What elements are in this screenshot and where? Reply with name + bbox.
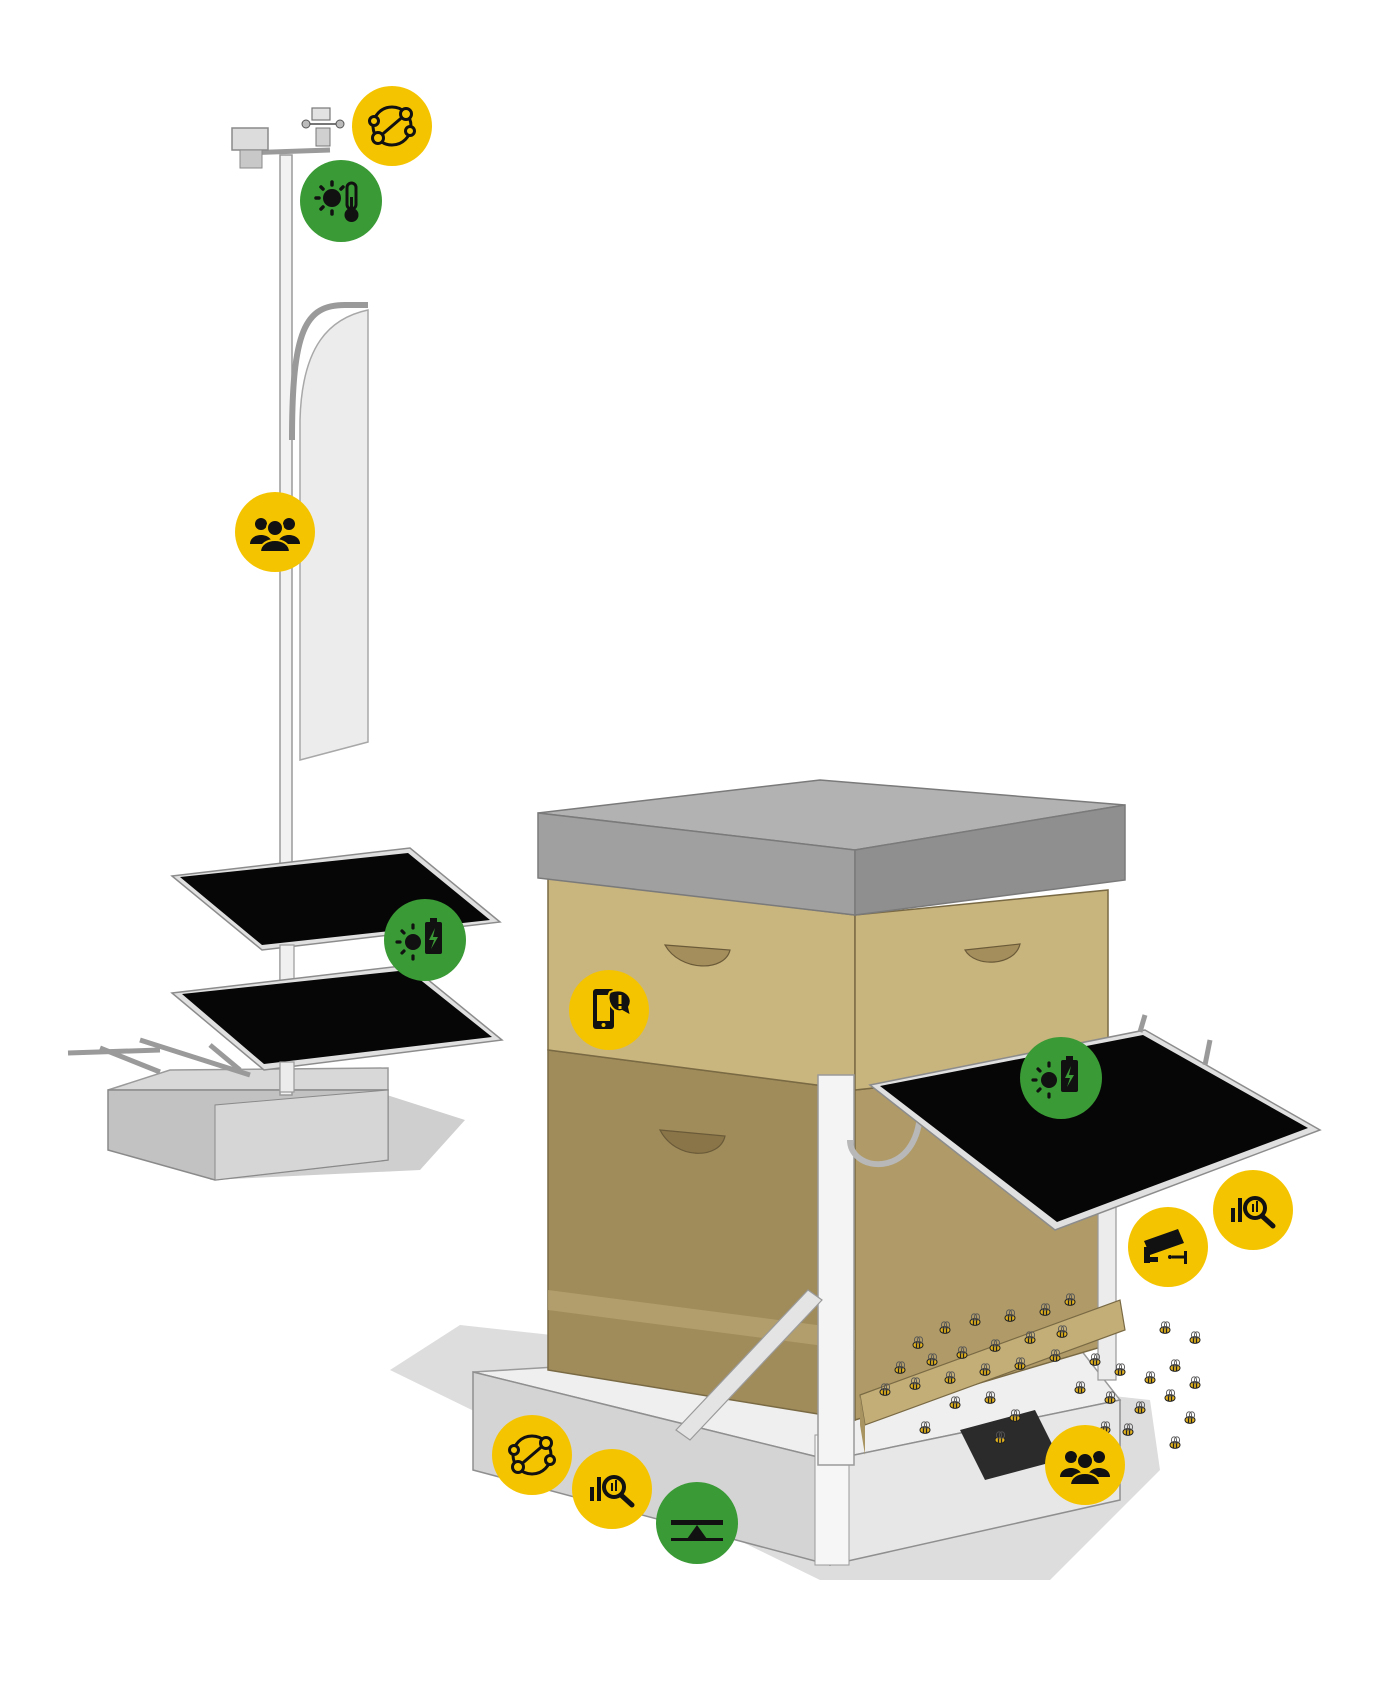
weather-station-mast: [279, 154, 293, 1096]
flag-banner: [299, 309, 369, 761]
weather-sensors: [231, 107, 345, 169]
network-nodes-icon[interactable]: [492, 1415, 572, 1495]
flag-pole: [289, 302, 368, 441]
panel-frame-legs: [67, 1037, 251, 1078]
people-group-icon[interactable]: [235, 492, 315, 572]
beehive: [390, 779, 1322, 1580]
hive-handle-upper-left: [663, 944, 731, 967]
solar-panel-lower: [170, 964, 504, 1071]
weather-station: [67, 107, 504, 1181]
phone-alert-icon[interactable]: [569, 970, 649, 1050]
landing-mat: [960, 1410, 1060, 1480]
scale-balance-icon[interactable]: [656, 1482, 738, 1564]
hive-handle-lower: [658, 1129, 726, 1154]
network-nodes-icon[interactable]: [352, 86, 432, 166]
solar-battery-icon[interactable]: [1020, 1037, 1102, 1119]
sun-thermometer-icon[interactable]: [300, 160, 382, 242]
hive-roof: [537, 779, 1126, 916]
security-camera-icon[interactable]: [1128, 1207, 1208, 1287]
hive-front-post: [675, 1074, 855, 1466]
people-group-icon[interactable]: [1045, 1425, 1125, 1505]
analytics-search-icon[interactable]: [572, 1449, 652, 1529]
solar-battery-icon[interactable]: [384, 899, 466, 981]
concrete-base: [107, 1067, 389, 1181]
hive-cable: [847, 1099, 924, 1168]
hive-handle-upper-right: [964, 943, 1021, 963]
analytics-search-icon[interactable]: [1213, 1170, 1293, 1250]
